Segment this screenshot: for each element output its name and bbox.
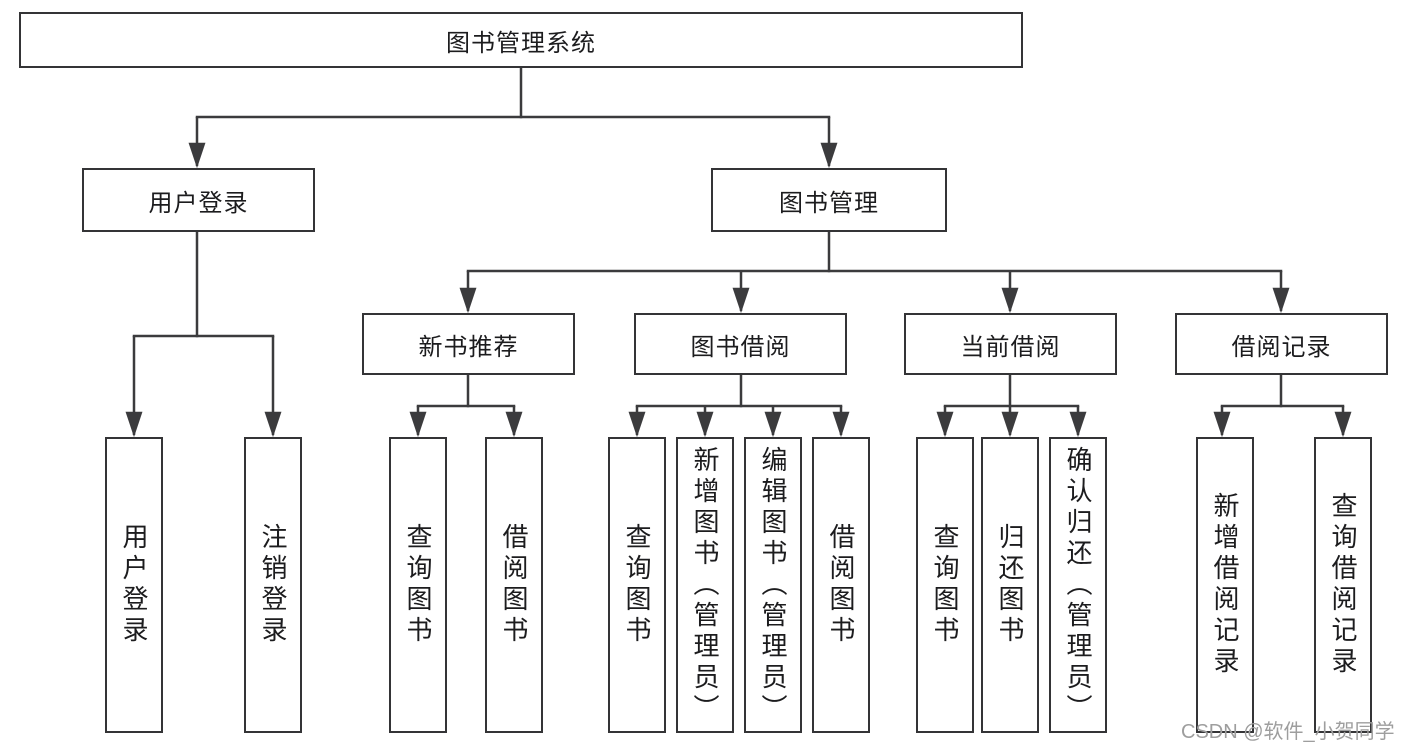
leaf-query-borrow-record: 查询借阅记录 bbox=[1314, 437, 1372, 733]
node-label: 新书推荐 bbox=[418, 333, 519, 361]
node-label: 用户登录 bbox=[148, 189, 249, 217]
leaf-label: 归还图书 bbox=[995, 523, 1025, 647]
node-label: 当前借阅 bbox=[960, 333, 1061, 361]
leaf-label: 查询图书 bbox=[930, 523, 960, 647]
leaf-label: 借阅图书 bbox=[826, 523, 856, 647]
leaf-logout: 注销登录 bbox=[244, 437, 302, 733]
node-borrowing-records: 借阅记录 bbox=[1175, 313, 1388, 375]
leaf-label: 确认归还（管理员） bbox=[1063, 445, 1093, 725]
leaf-query-books-recommend: 查询图书 bbox=[389, 437, 447, 733]
node-library-management-system: 图书管理系统 bbox=[19, 12, 1023, 68]
leaf-label: 注销登录 bbox=[258, 523, 288, 647]
leaf-label: 用户登录 bbox=[119, 523, 149, 647]
leaf-borrow-books-recommend: 借阅图书 bbox=[485, 437, 543, 733]
node-new-book-recommend: 新书推荐 bbox=[362, 313, 575, 375]
node-label: 借阅记录 bbox=[1231, 333, 1332, 361]
leaf-borrow-books: 借阅图书 bbox=[812, 437, 870, 733]
leaf-edit-book-admin: 编辑图书（管理员） bbox=[744, 437, 802, 733]
node-label: 图书借阅 bbox=[690, 333, 791, 361]
leaf-add-borrow-record: 新增借阅记录 bbox=[1196, 437, 1254, 733]
leaf-return-books: 归还图书 bbox=[981, 437, 1039, 733]
node-label: 图书管理 bbox=[779, 189, 879, 217]
leaf-confirm-return-admin: 确认归还（管理员） bbox=[1049, 437, 1107, 733]
leaf-label: 编辑图书（管理员） bbox=[758, 445, 788, 725]
leaf-user-login: 用户登录 bbox=[105, 437, 163, 733]
leaf-label: 查询图书 bbox=[622, 523, 652, 647]
leaf-label: 查询图书 bbox=[403, 523, 433, 647]
node-label: 图书管理系统 bbox=[446, 29, 596, 57]
leaf-label: 借阅图书 bbox=[499, 523, 529, 647]
csdn-watermark: CSDN @软件_小贺同学 bbox=[1181, 721, 1395, 743]
leaf-add-book-admin: 新增图书（管理员） bbox=[676, 437, 734, 733]
leaf-label: 查询借阅记录 bbox=[1328, 492, 1358, 678]
leaf-query-books-borrowing: 查询图书 bbox=[608, 437, 666, 733]
leaf-label: 新增图书（管理员） bbox=[690, 445, 720, 725]
node-book-management-module: 图书管理 bbox=[711, 168, 947, 232]
leaf-label: 新增借阅记录 bbox=[1210, 492, 1240, 678]
node-book-borrowing: 图书借阅 bbox=[634, 313, 847, 375]
leaf-query-books-current: 查询图书 bbox=[916, 437, 974, 733]
node-user-login-module: 用户登录 bbox=[82, 168, 315, 232]
node-current-borrowing: 当前借阅 bbox=[904, 313, 1117, 375]
